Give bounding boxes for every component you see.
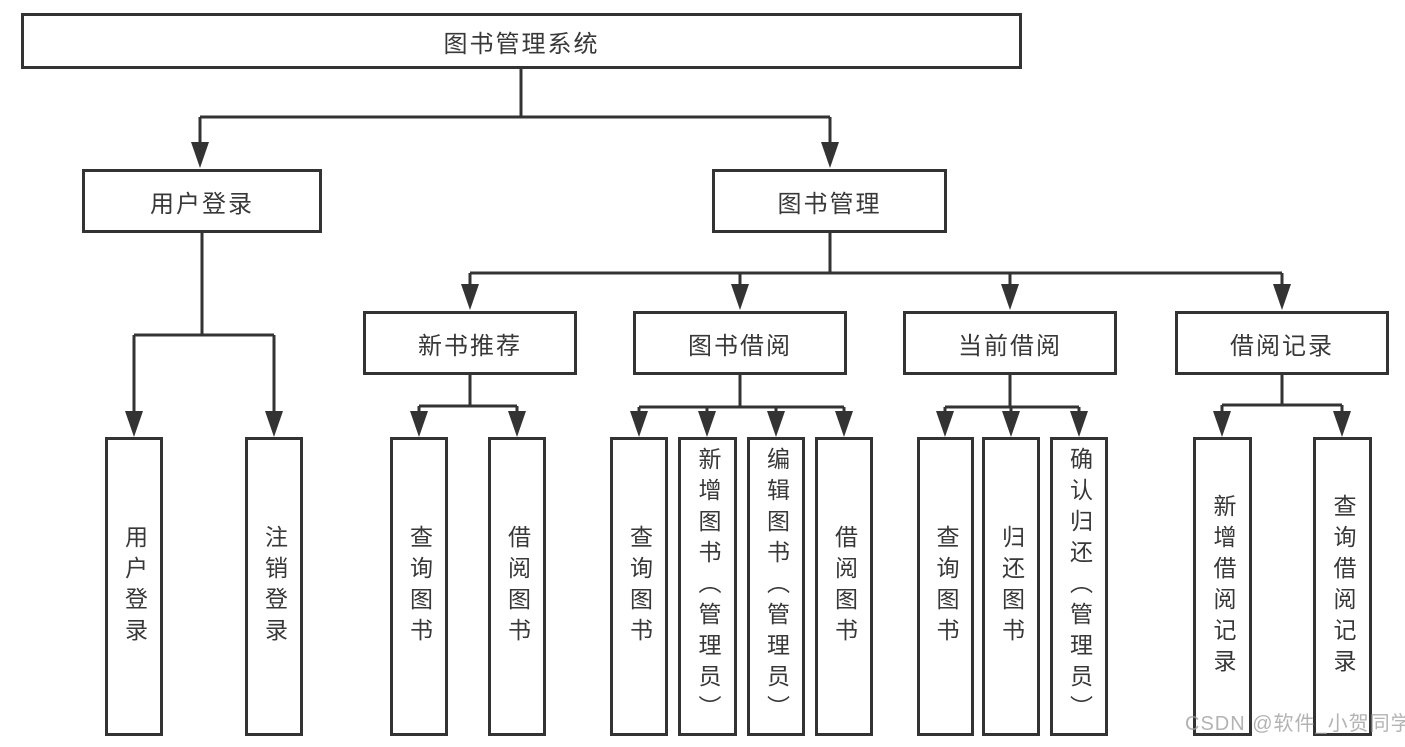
node-label: 当前借阅 xyxy=(958,332,1062,360)
leaf-confirm-return-admin: 确认归还（管理员） xyxy=(1050,437,1108,736)
leaf-add-borrow-record: 新增借阅记录 xyxy=(1193,437,1252,736)
node-label: 新增图书（管理员） xyxy=(695,447,721,726)
node-label: 查询图书 xyxy=(933,524,959,649)
leaf-query-books-recommend: 查询图书 xyxy=(390,437,448,736)
leaf-borrow-books: 借阅图书 xyxy=(815,437,873,736)
node-label: 归还图书 xyxy=(998,524,1025,649)
leaf-edit-books-admin: 编辑图书（管理员） xyxy=(747,437,805,736)
node-label: 注销登录 xyxy=(261,524,288,649)
node-label: 编辑图书（管理员） xyxy=(763,447,790,726)
node-label: 查询图书 xyxy=(626,524,653,649)
leaf-query-books-current: 查询图书 xyxy=(917,437,974,736)
node-user-login: 用户登录 xyxy=(82,169,322,233)
node-current-borrowing: 当前借阅 xyxy=(903,311,1117,375)
node-library-management-system: 图书管理系统 xyxy=(21,13,1022,69)
leaf-borrow-books-recommend: 借阅图书 xyxy=(488,437,546,736)
node-new-book-recommend: 新书推荐 xyxy=(363,311,577,375)
node-label: 新增借阅记录 xyxy=(1210,493,1236,680)
leaf-query-books-borrow: 查询图书 xyxy=(610,437,668,736)
node-label: 新书推荐 xyxy=(418,332,522,360)
node-label: 图书管理系统 xyxy=(443,30,600,58)
node-label: 确认归还（管理员） xyxy=(1066,447,1093,726)
leaf-return-books: 归还图书 xyxy=(982,437,1040,736)
node-label: 借阅图书 xyxy=(831,524,858,649)
csdn-watermark: CSDN @软件_小贺同学 xyxy=(1185,713,1405,735)
node-label: 图书管理 xyxy=(777,190,882,218)
node-label: 查询图书 xyxy=(406,524,433,649)
node-book-borrowing: 图书借阅 xyxy=(633,311,847,375)
node-label: 用户登录 xyxy=(150,190,254,218)
arrowheads xyxy=(125,142,1351,437)
node-label: 查询借阅记录 xyxy=(1330,493,1356,680)
leaf-user-login: 用户登录 xyxy=(105,437,163,736)
node-label: 借阅记录 xyxy=(1230,332,1334,360)
leaf-add-books-admin: 新增图书（管理员） xyxy=(678,437,737,736)
node-borrowing-records: 借阅记录 xyxy=(1175,311,1389,375)
node-label: 图书借阅 xyxy=(688,332,792,360)
node-label: 用户登录 xyxy=(121,524,148,649)
leaf-query-borrow-record: 查询借阅记录 xyxy=(1313,437,1372,736)
leaf-logout: 注销登录 xyxy=(245,437,303,736)
node-book-management: 图书管理 xyxy=(712,169,947,233)
node-label: 借阅图书 xyxy=(504,524,531,649)
